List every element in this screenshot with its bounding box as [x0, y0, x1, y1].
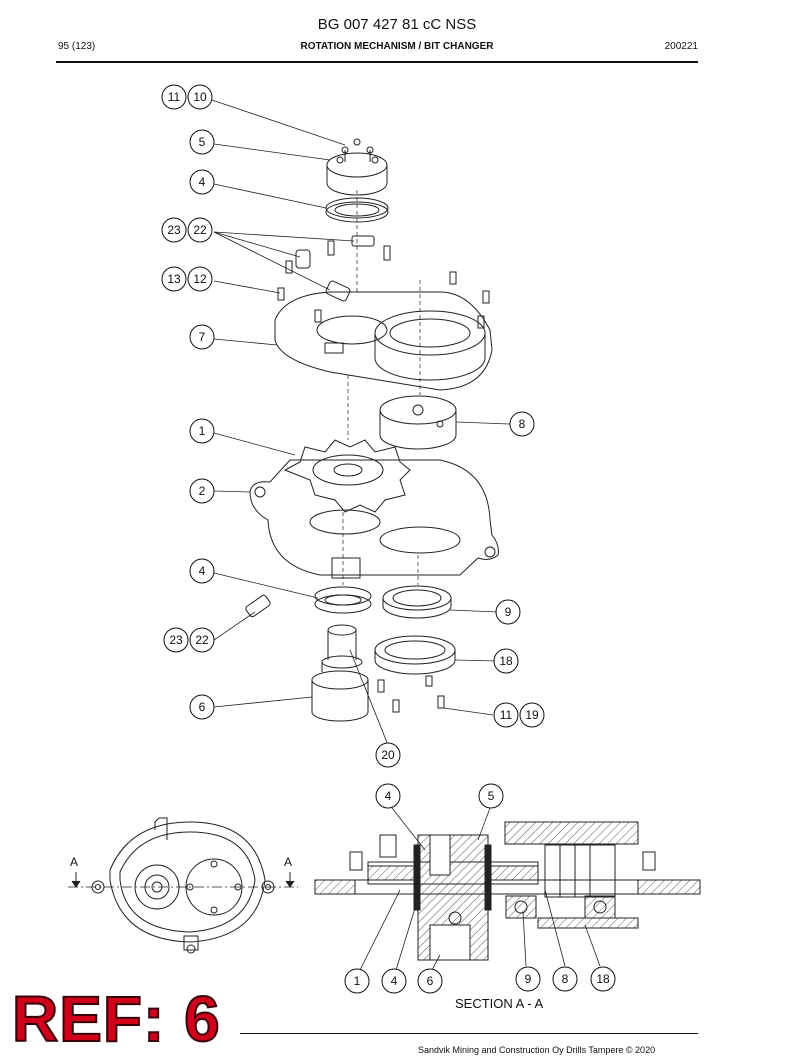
- section-label: SECTION A - A: [455, 996, 544, 1011]
- callout-13: 13: [167, 272, 181, 286]
- shaft-part: [311, 624, 369, 722]
- callout-1: 1: [199, 424, 206, 438]
- top-view-drawing: [68, 817, 298, 954]
- bearing-housing-part: [374, 635, 456, 675]
- callout-8: 8: [519, 417, 526, 431]
- callout-18: 18: [596, 972, 610, 986]
- header-rule: [56, 61, 698, 63]
- section-leader-lines: [359, 807, 601, 971]
- callout-6: 6: [199, 700, 206, 714]
- callout-23: 23: [167, 223, 181, 237]
- callout-12: 12: [193, 272, 207, 286]
- callout-8: 8: [562, 972, 569, 986]
- callout-9: 9: [525, 972, 532, 986]
- callout-23: 23: [169, 633, 183, 647]
- lower-seal-part: [314, 586, 372, 614]
- callout-19: 19: [525, 708, 539, 722]
- footer-rule: [240, 1033, 698, 1034]
- bolt: [425, 675, 433, 687]
- callout-5: 5: [199, 135, 206, 149]
- lower-fitting: [245, 594, 271, 618]
- callout-11: 11: [500, 708, 513, 722]
- footer-copyright: Sandvik Mining and Construction Oy Drill…: [418, 1045, 656, 1055]
- section-heading: ROTATION MECHANISM / BIT CHANGER: [300, 41, 494, 52]
- star-wheel-part: [283, 439, 411, 513]
- callout-22: 22: [193, 223, 207, 237]
- page-number: 95 (123): [58, 41, 96, 52]
- ref-stamp: REF: 6: [11, 982, 221, 1056]
- callout-7: 7: [199, 330, 206, 344]
- callout-4: 4: [385, 789, 392, 803]
- callout-9: 9: [505, 605, 512, 619]
- section-mark-right: A: [284, 855, 292, 869]
- cover-plate-part: [274, 291, 493, 391]
- leader-lines: [211, 99, 511, 746]
- callout-18: 18: [499, 654, 513, 668]
- axis-lines: [342, 190, 421, 585]
- section-view-drawing: [314, 821, 701, 961]
- document-title: BG 007 427 81 cC NSS: [317, 16, 477, 33]
- coupling-part: [326, 138, 388, 196]
- document-date: 200221: [664, 41, 698, 52]
- callout-4: 4: [391, 974, 398, 988]
- housing-part: [249, 459, 499, 579]
- callout-4: 4: [199, 175, 206, 189]
- callout-2: 2: [199, 484, 206, 498]
- callout-10: 10: [193, 90, 207, 104]
- bearing-part: [382, 585, 452, 619]
- callout-22: 22: [195, 633, 209, 647]
- callout-11: 11: [168, 90, 181, 104]
- bolt: [392, 699, 400, 713]
- callout-1: 1: [354, 974, 361, 988]
- callout-6: 6: [427, 974, 434, 988]
- bolt: [437, 695, 445, 709]
- callout-4: 4: [199, 564, 206, 578]
- section-mark-left: A: [70, 855, 78, 869]
- callout-20: 20: [381, 748, 395, 762]
- callout-5: 5: [488, 789, 495, 803]
- bolt: [377, 679, 385, 693]
- gear-unit-part: [379, 395, 457, 450]
